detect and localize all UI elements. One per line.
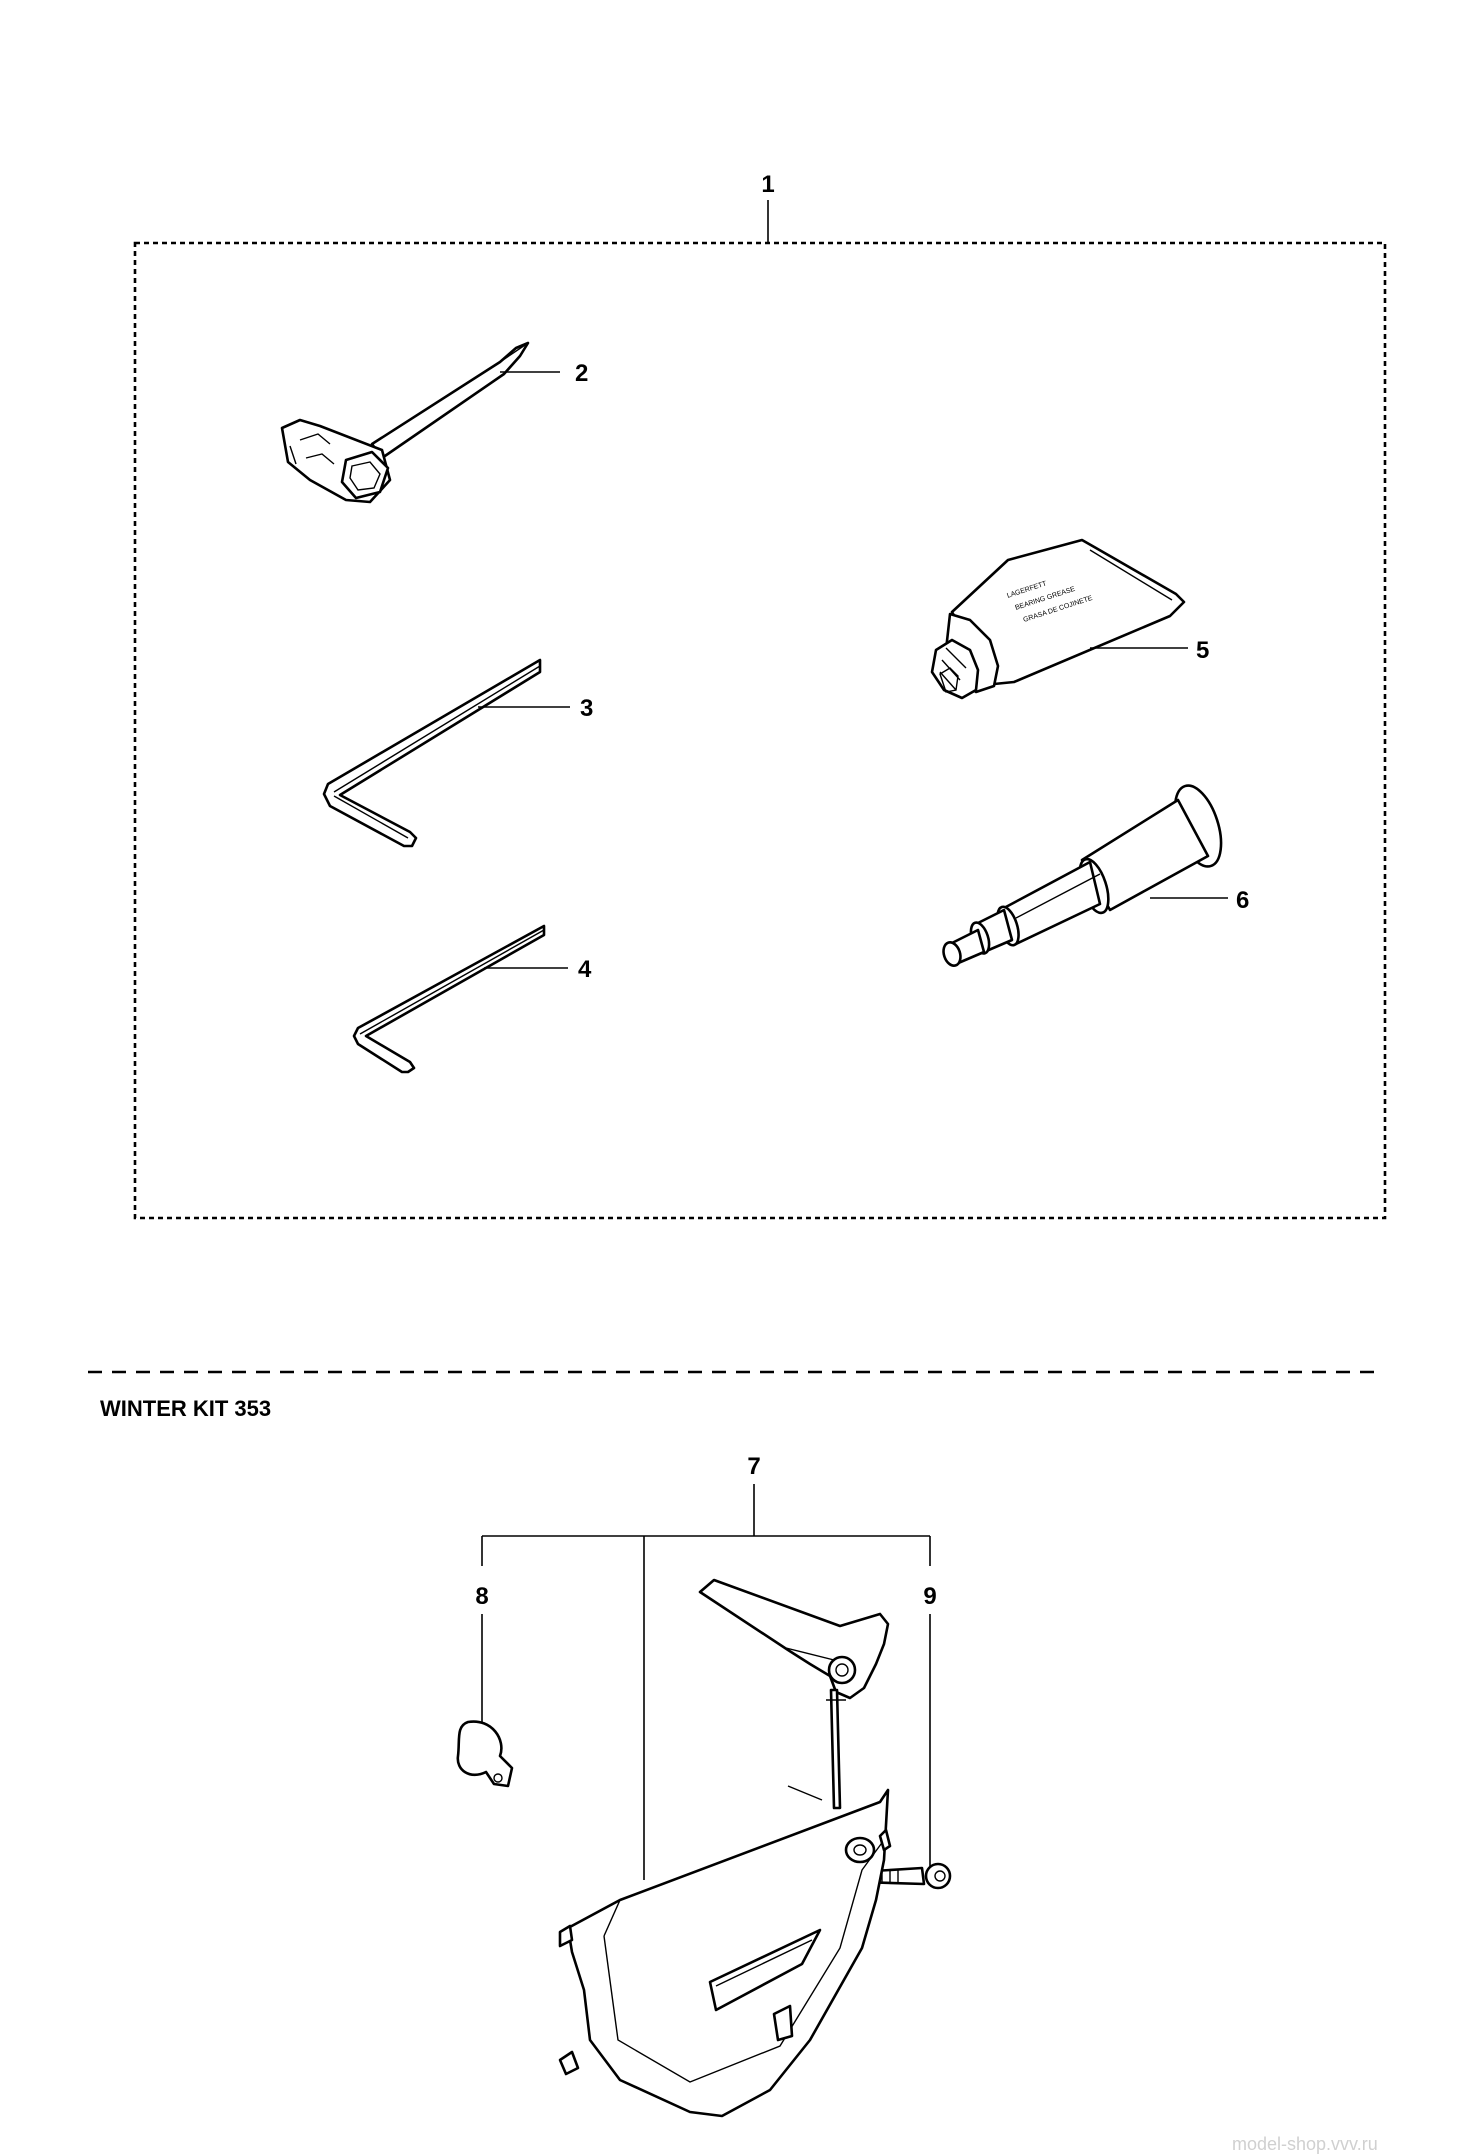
large-hex-key-icon: 3 (322, 658, 593, 848)
kit-box-label: 1 (761, 171, 774, 198)
item-3-number: 3 (580, 695, 593, 722)
bearing-tool-icon: 6 (942, 784, 1249, 967)
item-6-number: 6 (1236, 887, 1249, 914)
winter-kit-title: WINTER KIT 353 (100, 1396, 271, 1421)
winter-kit-group: 7 (481, 1453, 931, 1880)
watermark: model-shop.vvv.ru (1232, 2134, 1378, 2154)
winter-kit-group-label: 7 (747, 1453, 760, 1480)
kit-box: 1 (133, 171, 1387, 1220)
item-4-number: 4 (578, 956, 592, 983)
item-8-number: 8 (475, 1583, 488, 1610)
small-hex-key-icon: 4 (352, 924, 592, 1074)
plug-cover-icon: 8 (456, 1583, 514, 1788)
item-5-number: 5 (1196, 637, 1209, 664)
spark-plug-wrench-icon: 2 (280, 341, 588, 504)
winter-shutter-icon (558, 1578, 892, 2118)
grease-tube-icon: LAGERFETT BEARING GREASE GRASA DE COJINE… (930, 538, 1209, 700)
item-2-number: 2 (575, 360, 588, 387)
item-9-number: 9 (923, 1583, 936, 1610)
